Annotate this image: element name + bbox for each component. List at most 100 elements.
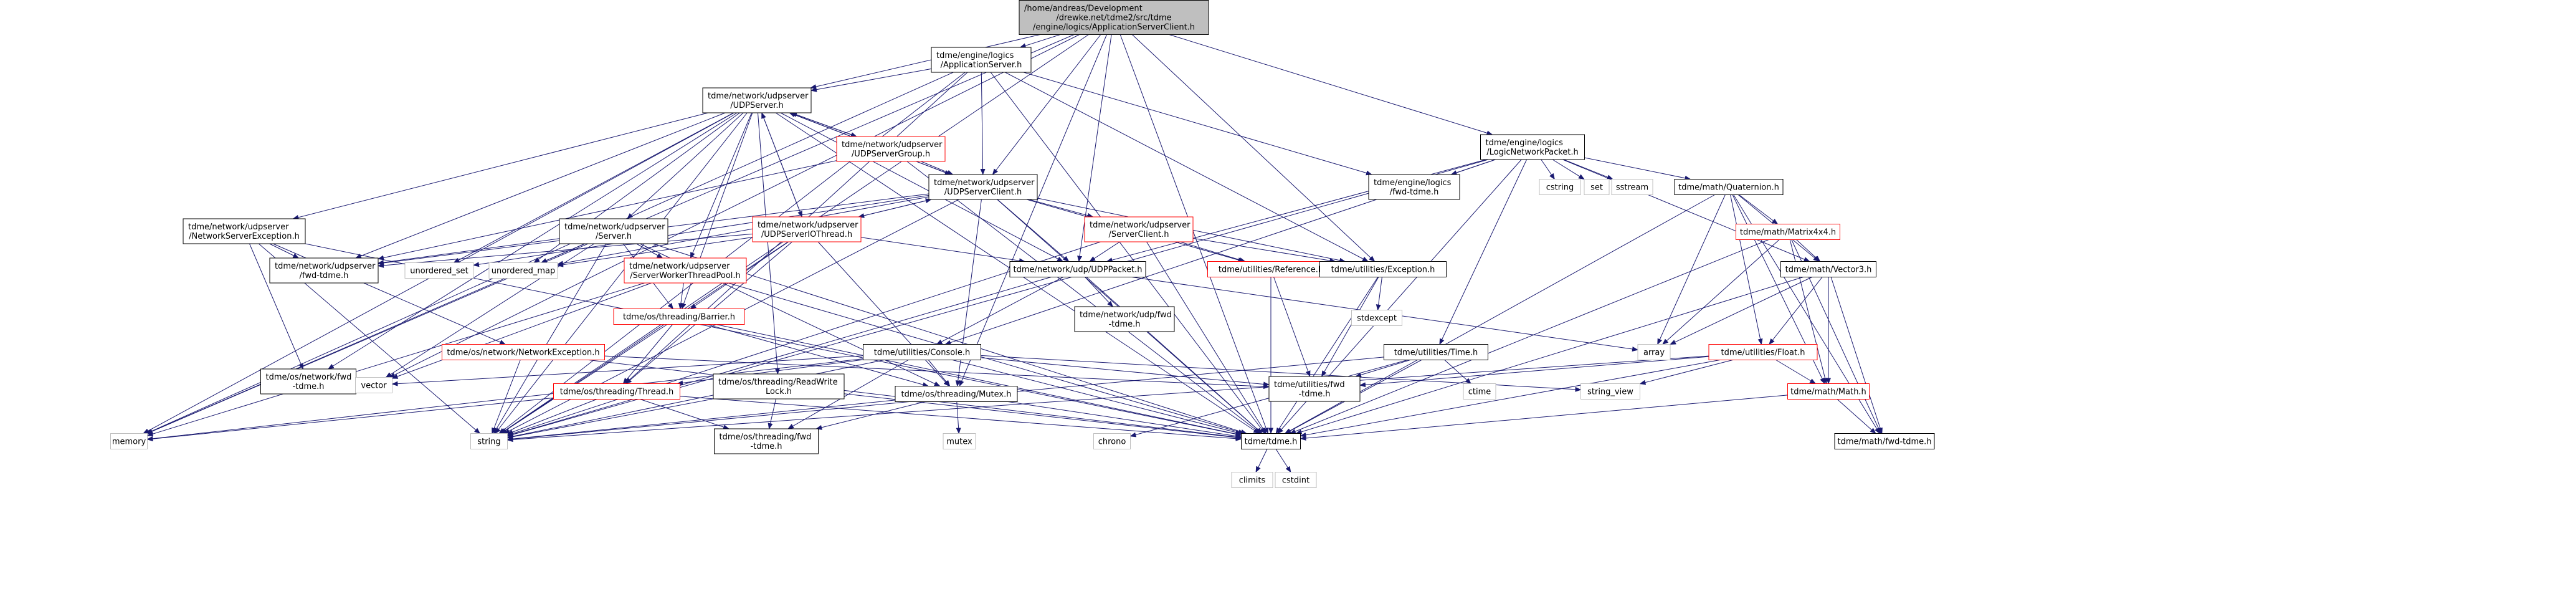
node-box <box>1736 224 1840 240</box>
node-label: /UDPServer.h <box>730 101 784 110</box>
node-udpfwd[interactable]: tdme/network/udp/fwd-tdme.h <box>1074 306 1175 332</box>
node-box <box>1009 261 1146 277</box>
node-ufwd[interactable]: tdme/network/udpserver/fwd-tdme.h <box>269 257 379 284</box>
node-box <box>1637 344 1671 360</box>
node-osnetfwd[interactable]: tdme/os/network/fwd-tdme.h <box>260 368 356 395</box>
edge-iothread-to-umap <box>557 237 753 267</box>
node-box <box>404 262 474 279</box>
node-box <box>470 433 508 449</box>
edge-console-to-thread <box>677 359 863 386</box>
node-swtp[interactable]: tdme/network/udpserver/ServerWorkerThrea… <box>624 257 747 284</box>
node-label: /engine/logics/ApplicationServerClient.h <box>1033 23 1195 32</box>
edge-swtp-to-vector <box>391 282 652 379</box>
edge-udppacket-to-tdmeh <box>1086 277 1263 434</box>
node-label: tdme/network/udpserver <box>1090 221 1191 230</box>
node-udpservergroup[interactable]: tdme/network/udpserver/UDPServerGroup.h <box>836 136 946 162</box>
node-label: tdme/math/fwd-tdme.h <box>1837 438 1931 447</box>
node-matrix[interactable]: tdme/math/Matrix4x4.h <box>1736 224 1840 240</box>
node-server[interactable]: tdme/network/udpserver/Server.h <box>559 218 668 244</box>
edge-tdmeh-to-cstdint <box>1275 449 1291 473</box>
node-netexc[interactable]: tdme/os/network/NetworkException.h <box>442 344 605 360</box>
node-label: tdme/network/udpserver <box>758 221 858 230</box>
node-label: tdme/network/udpserver <box>934 178 1035 188</box>
node-box <box>1384 344 1488 360</box>
node-cstdint: cstdint <box>1275 472 1317 488</box>
node-thread[interactable]: tdme/os/threading/Thread.h <box>553 383 680 400</box>
edge-mutex-to-threadfwd <box>815 401 925 430</box>
node-root[interactable]: /home/andreas/Development/drewke.net/tdm… <box>1019 0 1209 35</box>
node-iothread[interactable]: tdme/network/udpserver/UDPServerIOThread… <box>752 216 862 242</box>
node-box <box>1093 433 1131 449</box>
node-serverclient[interactable]: tdme/network/udpserver/ServerClient.h <box>1084 216 1194 242</box>
edge-appserver-to-udpserver <box>810 68 932 92</box>
node-label: climits <box>1239 476 1266 486</box>
node-box <box>624 257 747 284</box>
edge-time-to-utilfwd <box>1355 360 1410 378</box>
edge-udpserverclient-to-uset <box>473 194 929 267</box>
node-label: tdme/utilities/Exception.h <box>1331 266 1435 275</box>
node-float[interactable]: tdme/utilities/Float.h <box>1708 344 1818 360</box>
edge-server-to-tdmeh <box>652 243 1247 434</box>
node-label: /UDPServerClient.h <box>944 188 1022 197</box>
edge-vec3-to-array <box>1670 277 1812 345</box>
node-label: tdme/os/network/fwd <box>266 373 352 382</box>
node-label: tdme/network/udpserver <box>708 92 809 101</box>
node-exception[interactable]: tdme/utilities/Exception.h <box>1319 261 1447 277</box>
edge-root-to-udpserverclient <box>992 34 1101 175</box>
node-netserverexc[interactable]: tdme/network/udpserver/NetworkServerExce… <box>183 218 306 244</box>
node-set: set <box>1584 179 1610 195</box>
edge-server-to-swtp <box>636 243 663 259</box>
edge-root-to-tdmeh <box>1119 34 1269 434</box>
node-time[interactable]: tdme/utilities/Time.h <box>1384 344 1488 360</box>
edge-appserver-to-efwd <box>1023 72 1372 176</box>
edge-lnp-to-set <box>1552 159 1585 180</box>
node-box <box>1319 261 1447 277</box>
node-quat[interactable]: tdme/math/Quaternion.h <box>1674 179 1784 195</box>
edge-thread-to-threadfwd <box>640 399 730 429</box>
node-box <box>1584 179 1610 195</box>
node-utilfwd[interactable]: tdme/utilities/fwd-tdme.h <box>1268 376 1361 402</box>
edge-iothread-to-mutex <box>817 241 950 387</box>
edge-appserver-to-string <box>498 72 966 434</box>
edge-appserver-to-udpserverclient <box>980 72 986 175</box>
node-box <box>110 433 148 449</box>
node-threadfwd[interactable]: tdme/os/threading/fwd-tdme.h <box>714 428 819 454</box>
node-reference[interactable]: tdme/utilities/Reference.h <box>1207 261 1334 277</box>
node-label: /fwd-tdme.h <box>1390 188 1439 197</box>
node-label: tdme/utilities/Console.h <box>874 348 970 358</box>
node-barrier[interactable]: tdme/os/threading/Barrier.h <box>613 309 745 325</box>
node-lnp[interactable]: tdme/engine/logics/LogicNetworkPacket.h <box>1480 134 1585 160</box>
node-udppacket[interactable]: tdme/network/udp/UDPPacket.h <box>1009 261 1146 277</box>
node-label: tdme/os/threading/Thread.h <box>560 388 673 397</box>
edge-udppacket-to-console <box>936 277 1063 345</box>
node-mutex[interactable]: tdme/os/threading/Mutex.h <box>895 386 1018 402</box>
edge-udpserver-to-netserverexc <box>292 112 708 220</box>
node-efwd[interactable]: tdme/engine/logics/fwd-tdme.h <box>1368 174 1460 200</box>
node-udpserver[interactable]: tdme/network/udpserver/UDPServer.h <box>702 87 812 113</box>
node-cstring: cstring <box>1539 179 1581 195</box>
node-vec3[interactable]: tdme/math/Vector3.h <box>1780 261 1876 277</box>
node-box <box>355 377 392 393</box>
node-label: /home/andreas/Development <box>1024 4 1143 14</box>
node-label: tdme/math/Math.h <box>1790 388 1866 397</box>
node-box <box>702 87 812 113</box>
node-label: chrono <box>1098 438 1126 447</box>
node-label: tdme/utilities/Time.h <box>1394 348 1478 358</box>
node-box <box>1368 174 1460 200</box>
node-mathfwd[interactable]: tdme/math/fwd-tdme.h <box>1834 433 1935 449</box>
edge-root-to-mutex <box>959 34 1107 387</box>
edge-iothread-to-udppacket <box>860 237 1025 264</box>
edge-vec3-to-tdmeh <box>1295 277 1804 434</box>
node-console[interactable]: tdme/utilities/Console.h <box>863 344 981 360</box>
node-label: /NetworkServerException.h <box>189 232 300 241</box>
node-udpserverclient[interactable]: tdme/network/udpserver/UDPServerClient.h <box>928 174 1038 200</box>
edge-mathh-to-mathfwd <box>1837 399 1876 434</box>
edge-lnp-to-sstream <box>1563 159 1614 180</box>
node-mathh[interactable]: tdme/math/Math.h <box>1787 383 1870 400</box>
node-tdmeh[interactable]: tdme/tdme.h <box>1241 433 1301 449</box>
node-label: tdme/os/threading/Mutex.h <box>901 390 1012 400</box>
node-appserver[interactable]: tdme/engine/logics/ApplicationServer.h <box>931 47 1032 73</box>
node-label: cstring <box>1546 183 1574 193</box>
